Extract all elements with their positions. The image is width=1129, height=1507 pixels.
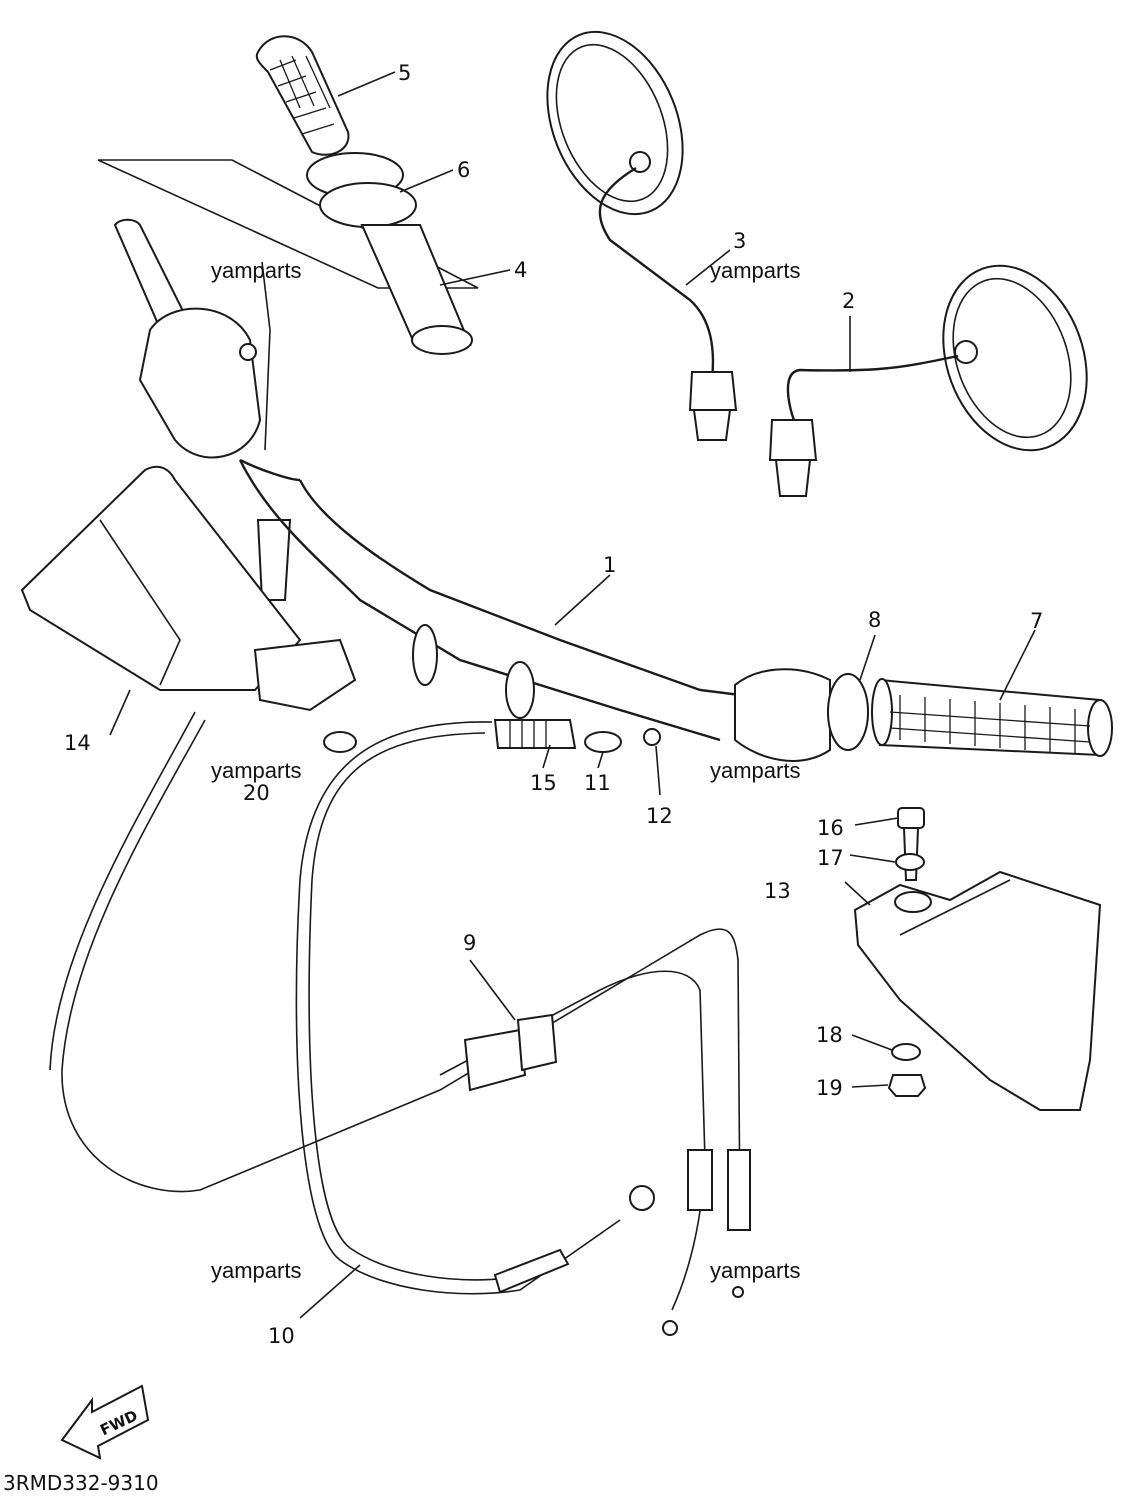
washer-18[interactable] (891, 1043, 921, 1061)
right-hand-guard[interactable] (853, 870, 1102, 1111)
watermark-6: yamparts (710, 1258, 800, 1283)
washer-17[interactable] (895, 853, 925, 871)
clutch-cable-boot-15[interactable] (493, 719, 577, 749)
callout-14: 14 (64, 731, 91, 755)
leader-lines (109, 71, 1036, 1319)
callout-3: 3 (733, 229, 746, 253)
inset-frame (97, 159, 479, 289)
locknut-12[interactable] (643, 728, 661, 746)
callout-11: 11 (584, 771, 611, 795)
diagram-code: 3RMD332-9310 (3, 1471, 159, 1495)
callout-16: 16 (817, 816, 844, 840)
left-hand-guard[interactable] (20, 465, 357, 753)
clutch-cable[interactable] (295, 721, 655, 1295)
left-mirror[interactable] (522, 12, 738, 441)
callout-20: 20 (243, 781, 270, 805)
callout-4: 4 (514, 258, 527, 282)
callout-1: 1 (603, 553, 616, 577)
handlebar[interactable] (238, 458, 781, 742)
watermarks: yamparts yamparts yamparts yamparts yamp… (211, 258, 800, 1283)
callout-8: 8 (868, 608, 881, 632)
callout-10: 10 (268, 1324, 295, 1348)
callouts: 1 2 3 4 5 6 7 8 9 10 11 12 13 14 15 16 1… (64, 61, 1043, 1348)
callout-19: 19 (816, 1076, 843, 1100)
callout-12: 12 (646, 804, 673, 828)
callout-18: 18 (816, 1023, 843, 1047)
throttle-cable[interactable] (49, 711, 751, 1336)
nut-19[interactable] (887, 1074, 927, 1097)
callout-15: 15 (530, 771, 557, 795)
left-grip-assembly[interactable] (255, 35, 473, 355)
watermark-3: yamparts (211, 758, 301, 783)
callout-9: 9 (463, 931, 476, 955)
callout-2: 2 (842, 289, 855, 313)
fwd-arrow-icon: FWD (60, 1384, 150, 1460)
callout-7: 7 (1030, 609, 1043, 633)
watermark-5: yamparts (211, 1258, 301, 1283)
adjuster-11[interactable] (584, 731, 622, 753)
callout-13: 13 (764, 879, 791, 903)
right-grip-assembly[interactable] (734, 668, 1113, 762)
right-mirror[interactable] (768, 245, 1111, 497)
callout-5: 5 (398, 61, 411, 85)
watermark-1: yamparts (211, 258, 301, 283)
callout-17: 17 (817, 846, 844, 870)
watermark-2: yamparts (710, 258, 800, 283)
watermark-4: yamparts (710, 758, 800, 783)
left-switch-assembly[interactable] (113, 218, 292, 601)
callout-6: 6 (457, 158, 470, 182)
